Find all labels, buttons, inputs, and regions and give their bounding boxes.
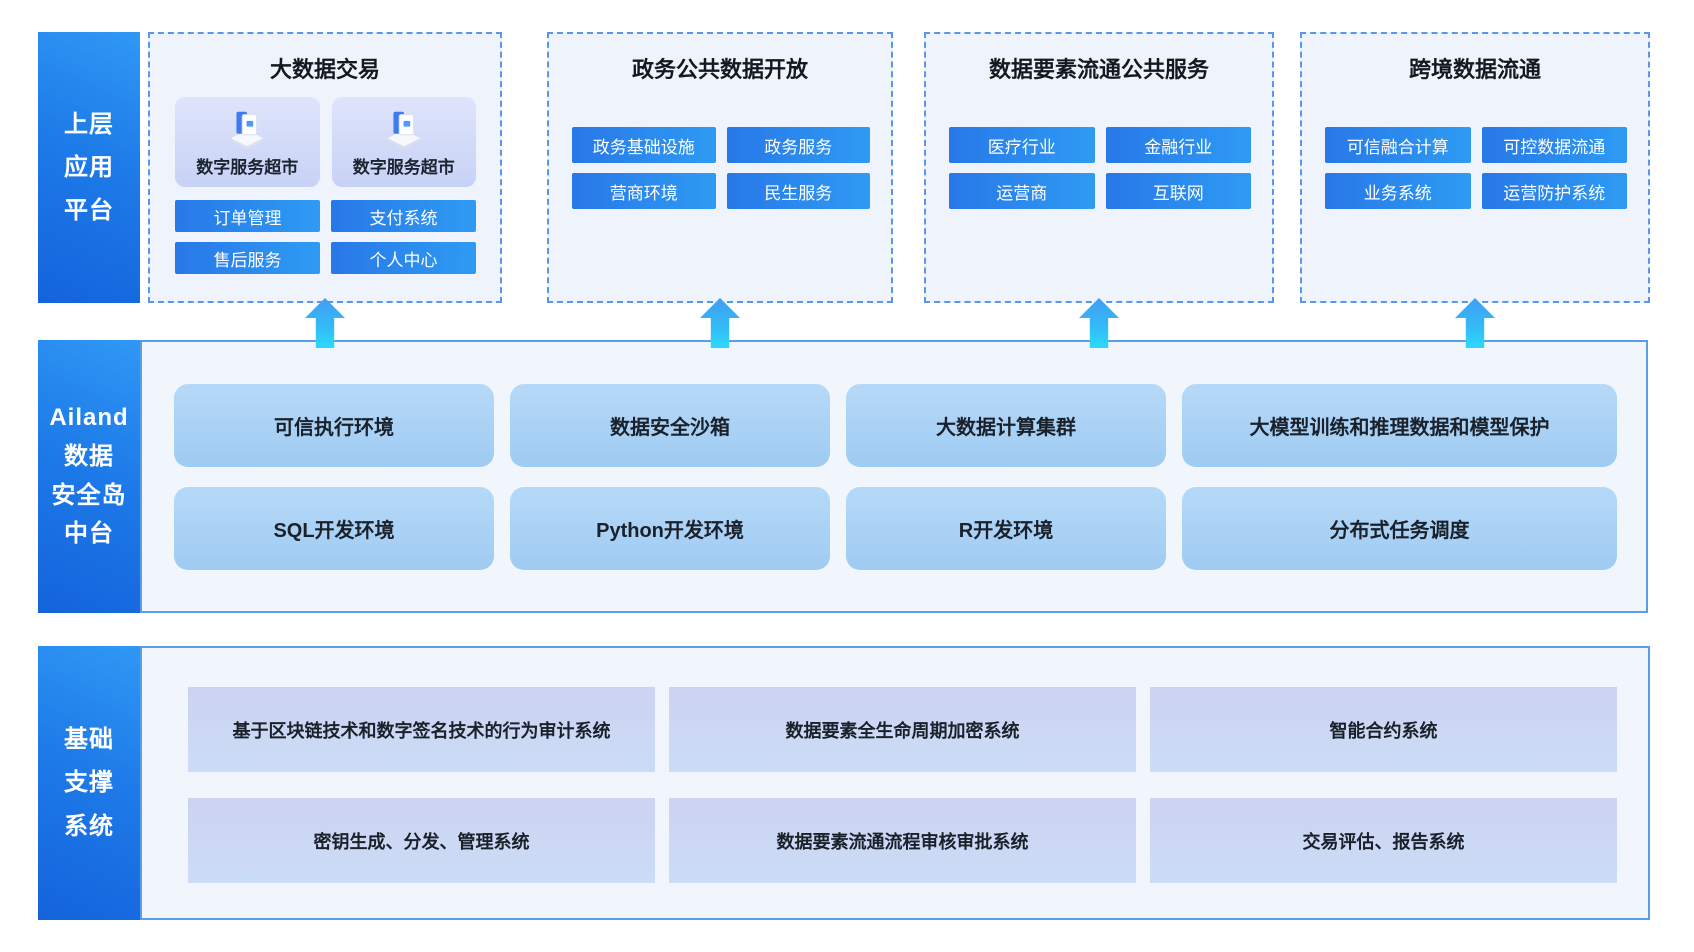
big-data-trading-box: 大数据交易 数字服务超市 xyxy=(148,32,502,303)
block-big-data-computing-cluster: 大数据计算集群 xyxy=(846,384,1166,467)
side-label-line: 中台 xyxy=(64,520,114,548)
chip-gov-services: 政务服务 xyxy=(726,127,870,163)
gov-public-data-open-box: 政务公共数据开放 政务基础设施 政务服务 营商环境 民生服务 xyxy=(547,32,893,303)
chip-grid: 医疗行业 金融行业 运营商 互联网 xyxy=(926,127,1272,209)
store-3d-icon xyxy=(230,111,264,150)
side-label-line: 数据 xyxy=(64,442,114,470)
side-label-line: Ailand xyxy=(49,403,129,431)
chip-controllable-data-circulation: 可控数据流通 xyxy=(1481,127,1627,163)
block-transaction-evaluation-report-system: 交易评估、报告系统 xyxy=(1150,798,1617,883)
support-systems-panel: 基于区块链技术和数字签名技术的行为审计系统 数据要素全生命周期加密系统 智能合约… xyxy=(140,646,1650,920)
chip-gov-infrastructure: 政务基础设施 xyxy=(572,127,716,163)
side-label-line: 系统 xyxy=(64,812,114,840)
block-blockchain-signature-audit-system: 基于区块链技术和数字签名技术的行为审计系统 xyxy=(188,687,655,772)
block-llm-training-inference-protection: 大模型训练和推理数据和模型保护 xyxy=(1182,384,1617,467)
box-title: 政务公共数据开放 xyxy=(631,57,808,82)
upper-platform-side-label: 上层 应用 平台 xyxy=(38,32,140,303)
chip-operation-protection-system: 运营防护系统 xyxy=(1481,173,1627,209)
side-label-line: 基础 xyxy=(64,726,114,754)
chip-business-environment: 营商环境 xyxy=(572,173,716,209)
ailand-side-label: Ailand 数据 安全岛 中台 xyxy=(38,340,140,613)
capability-row: 可信执行环境 数据安全沙箱 大数据计算集群 大模型训练和推理数据和模型保护 xyxy=(174,384,1646,467)
cross-border-data-circulation-box: 跨境数据流通 可信融合计算 可控数据流通 业务系统 运营防护系统 xyxy=(1300,32,1650,303)
capability-row: SQL开发环境 Python开发环境 R开发环境 分布式任务调度 xyxy=(174,487,1646,570)
support-row: 密钥生成、分发、管理系统 数据要素流通流程审核审批系统 交易评估、报告系统 xyxy=(188,798,1648,883)
chip-business-system: 业务系统 xyxy=(1325,173,1471,209)
block-key-generation-distribution-management-system: 密钥生成、分发、管理系统 xyxy=(188,798,655,883)
chip-medical-industry: 医疗行业 xyxy=(949,127,1095,163)
chip-financial-industry: 金融行业 xyxy=(1105,127,1251,163)
chip-grid: 政务基础设施 政务服务 营商环境 民生服务 xyxy=(549,127,891,209)
chip-grid: 订单管理 支付系统 售后服务 个人中心 xyxy=(150,200,500,274)
chip-internet: 互联网 xyxy=(1105,173,1251,209)
chip-order-management: 订单管理 xyxy=(175,200,320,232)
block-circulation-process-review-approval-system: 数据要素流通流程审核审批系统 xyxy=(669,798,1136,883)
data-element-circulation-services-box: 数据要素流通公共服务 医疗行业 金融行业 运营商 互联网 xyxy=(924,32,1274,303)
chip-payment-system: 支付系统 xyxy=(331,200,476,232)
box-title: 大数据交易 xyxy=(269,57,380,82)
side-label-line: 应用 xyxy=(64,153,114,181)
chip-livelihood-services: 民生服务 xyxy=(726,173,870,209)
chip-telecom-operators: 运营商 xyxy=(949,173,1095,209)
block-distributed-task-scheduling: 分布式任务调度 xyxy=(1182,487,1617,570)
ailand-capabilities-panel: 可信执行环境 数据安全沙箱 大数据计算集群 大模型训练和推理数据和模型保护 SQ… xyxy=(140,340,1648,613)
box-title: 跨境数据流通 xyxy=(1408,57,1541,82)
chip-grid: 可信融合计算 可控数据流通 业务系统 运营防护系统 xyxy=(1302,127,1648,209)
block-data-security-sandbox: 数据安全沙箱 xyxy=(510,384,830,467)
chip-trusted-converged-computing: 可信融合计算 xyxy=(1325,127,1471,163)
digital-service-cards: 数字服务超市 数字服务超市 xyxy=(150,85,500,187)
box-title: 数据要素流通公共服务 xyxy=(988,57,1209,82)
side-label-line: 平台 xyxy=(64,197,114,225)
side-label-line: 安全岛 xyxy=(51,481,127,509)
chip-personal-center: 个人中心 xyxy=(331,242,476,274)
store-3d-icon xyxy=(387,111,421,150)
side-label-line: 支撑 xyxy=(64,769,114,797)
block-data-element-lifecycle-encryption-system: 数据要素全生命周期加密系统 xyxy=(669,687,1136,772)
support-row: 基于区块链技术和数字签名技术的行为审计系统 数据要素全生命周期加密系统 智能合约… xyxy=(188,687,1648,772)
basic-support-systems-band: 基础 支撑 系统 基于区块链技术和数字签名技术的行为审计系统 数据要素全生命周期… xyxy=(38,646,1650,920)
block-python-dev-environment: Python开发环境 xyxy=(510,487,830,570)
card-label: 数字服务超市 xyxy=(352,158,455,177)
digital-service-store-card: 数字服务超市 xyxy=(175,97,320,187)
block-smart-contract-system: 智能合约系统 xyxy=(1150,687,1617,772)
support-systems-side-label: 基础 支撑 系统 xyxy=(38,646,140,920)
chip-after-sales-service: 售后服务 xyxy=(175,242,320,274)
upper-application-platform-band: 上层 应用 平台 大数据交易 数字服务超市 xyxy=(38,32,1650,303)
digital-service-store-card: 数字服务超市 xyxy=(331,97,476,187)
block-trusted-execution-environment: 可信执行环境 xyxy=(174,384,494,467)
card-label: 数字服务超市 xyxy=(196,158,299,177)
block-sql-dev-environment: SQL开发环境 xyxy=(174,487,494,570)
side-label-line: 上层 xyxy=(64,110,114,138)
ailand-data-security-island-band: Ailand 数据 安全岛 中台 可信执行环境 数据安全沙箱 大数据计算集群 大… xyxy=(38,340,1648,613)
block-r-dev-environment: R开发环境 xyxy=(846,487,1166,570)
